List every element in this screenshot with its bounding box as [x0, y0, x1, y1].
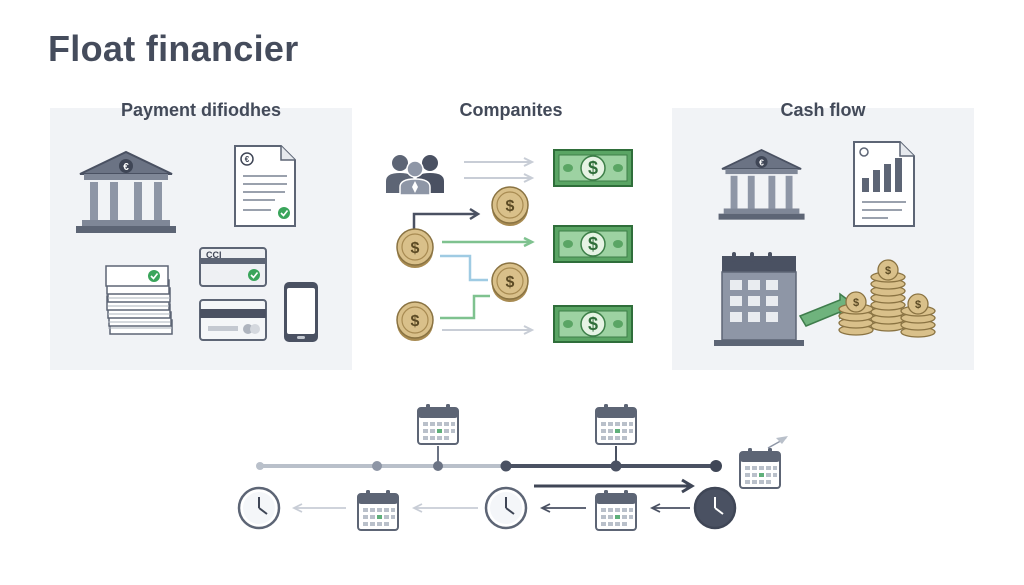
svg-text:€: €	[759, 157, 764, 167]
svg-text:$: $	[506, 198, 515, 215]
report-chart-icon	[853, 141, 915, 227]
coin-icon: $	[396, 228, 434, 269]
people-icon	[386, 155, 444, 196]
euro-symbol: €	[123, 162, 129, 173]
invoice-euro-symbol: €	[245, 155, 250, 164]
banknote-icon: $	[553, 305, 633, 343]
svg-text:$: $	[853, 297, 859, 309]
timeline-arrow	[291, 478, 695, 513]
clock-icon	[693, 486, 737, 530]
bank-icon: €	[75, 151, 177, 234]
calendar-icon	[417, 403, 459, 445]
credit-card-icon	[199, 299, 267, 341]
timeline	[256, 446, 722, 472]
svg-text:$: $	[885, 265, 891, 277]
svg-text:$: $	[411, 313, 420, 330]
svg-text:$: $	[588, 314, 598, 334]
coin-icon: $	[491, 262, 529, 303]
banknote-icon: $	[553, 149, 633, 187]
svg-text:$: $	[588, 234, 598, 254]
svg-text:$: $	[506, 274, 515, 291]
fishing-calendar-icon	[739, 436, 788, 489]
svg-text:$: $	[411, 240, 420, 257]
calendar-icon	[595, 403, 637, 445]
bank-icon: €	[717, 149, 806, 221]
paper-stack-icon	[105, 265, 173, 335]
office-building-icon	[714, 252, 804, 346]
calendar-icon	[595, 489, 637, 531]
companies-panel-title: Companites	[459, 100, 563, 120]
credit-card-icon: CCI	[199, 247, 267, 287]
coin-icon: $	[491, 186, 529, 227]
cash-flow-panel-title: Cash flow	[780, 100, 866, 120]
svg-text:$: $	[588, 158, 598, 178]
invoice-icon: €	[234, 145, 296, 227]
clock-icon	[484, 486, 528, 530]
flow-arrow	[412, 157, 535, 335]
page-title: Float financier	[48, 28, 299, 69]
clock-icon	[237, 486, 281, 530]
smartphone-icon	[284, 282, 318, 342]
svg-text:$: $	[915, 299, 921, 311]
calendar-icon	[357, 489, 399, 531]
banknote-icon: $	[553, 225, 633, 263]
card-label: CCI	[206, 250, 222, 260]
coin-stack-icon: $ $ $	[838, 259, 936, 338]
coin-icon: $	[396, 301, 434, 342]
payment-panel-title: Payment difiodhes	[120, 100, 282, 120]
